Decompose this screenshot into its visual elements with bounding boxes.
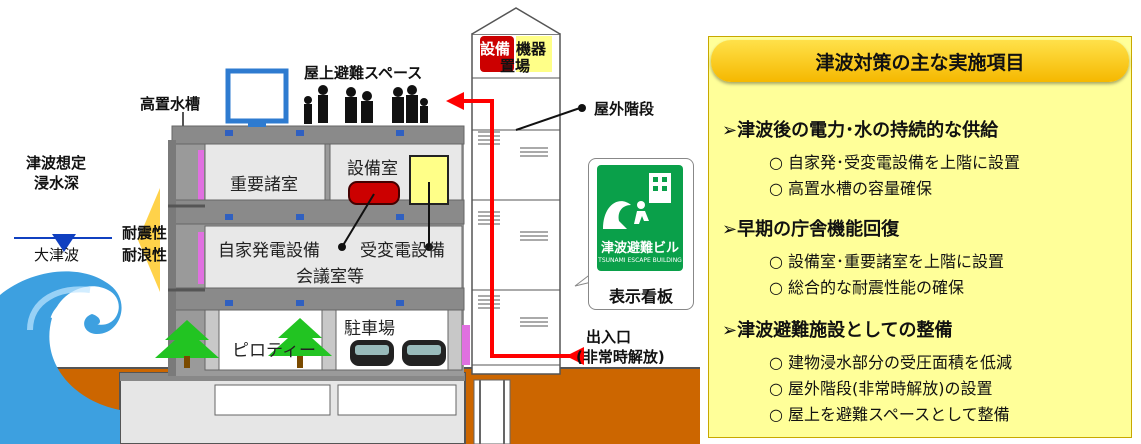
evacuation-route-arrow: [462, 99, 580, 358]
section-item: ○ 屋外階段(非常時解放)の設置: [769, 379, 993, 398]
label-equipment-area-3: 置場: [500, 57, 531, 75]
label-seismic-2: 耐浪性: [122, 246, 168, 264]
measures-panel: [708, 36, 1132, 438]
seismic-arrow-icon: [138, 188, 160, 292]
water-tank: [225, 68, 289, 124]
label-outdoor-stairs: 屋外階段: [594, 100, 655, 118]
label-equipment-area-2: 機器: [516, 40, 547, 58]
label-tsunami-depth-1: 津波想定: [26, 154, 87, 172]
label-equipment-room: 設備室: [347, 159, 398, 179]
label-equipment-area-1: 設備: [480, 40, 511, 58]
section-item: ○ 自家発･受変電設備を上階に設置: [769, 153, 1021, 172]
label-elevated-tank: 高置水槽: [140, 95, 201, 113]
label-generator: 自家発電設備: [218, 241, 320, 261]
section-item: ○ 建物浸水部分の受圧面積を低減: [769, 353, 1013, 372]
car-icon: [350, 340, 394, 366]
tree-icon: [268, 318, 332, 368]
tsunami-wave-icon: [0, 271, 122, 444]
label-important-rooms: 重要諸室: [230, 175, 298, 195]
room-meeting: [204, 225, 463, 289]
section-heading-recovery: ➢早期の庁舎機能回復: [722, 219, 900, 240]
section-item: ○ 高置水槽の容量確保: [769, 179, 933, 198]
car-icon: [402, 340, 446, 366]
sign-board-label: 表示看板: [608, 287, 673, 306]
label-parking: 駐車場: [344, 319, 395, 339]
generator-unit: [348, 181, 400, 205]
tree-icon: [155, 320, 219, 368]
section-heading-evacuation: ➢津波避難施設としての整備: [722, 320, 953, 341]
stair-tower: [471, 33, 561, 375]
label-entrance-2: (非常時解放): [576, 348, 665, 366]
room-important: [204, 143, 326, 201]
section-heading-power-water: ➢津波後の電力･水の持続的な供給: [722, 120, 999, 141]
sign-green-panel: 津波避難ビル TSUNAMI ESCAPE BUILDING: [597, 165, 683, 271]
section-item: ○ 設備室･重要諸室を上階に設置: [769, 252, 1005, 271]
sign-board: 津波避難ビル TSUNAMI ESCAPE BUILDING 表示看板: [588, 158, 694, 310]
label-substation: 受変電設備: [360, 241, 445, 261]
panel-title: 津波対策の主な実施項目: [711, 40, 1129, 82]
stair-steps-icon: [478, 131, 548, 327]
label-rooftop-space: 屋上避難スペース: [304, 64, 423, 82]
label-entrance-1: 出入口: [586, 328, 632, 346]
label-tsunami-depth-2: 浸水深: [34, 174, 80, 192]
label-pilotis: ピロティー: [232, 341, 316, 361]
label-meeting-rooms: 会議室等: [296, 267, 364, 287]
sign-subtitle: TSUNAMI ESCAPE BUILDING: [598, 257, 682, 264]
rooftop-people-icon: [304, 85, 428, 124]
section-item: ○ 屋上を避難スペースとして整備: [769, 405, 1010, 424]
sign-title: 津波避難ビル: [600, 241, 679, 256]
tsunami-escape-icon: [603, 173, 671, 229]
label-big-tsunami: 大津波: [34, 246, 80, 264]
label-seismic-1: 耐震性: [122, 224, 168, 242]
section-item: ○ 総合的な耐震性能の確保: [769, 278, 965, 297]
